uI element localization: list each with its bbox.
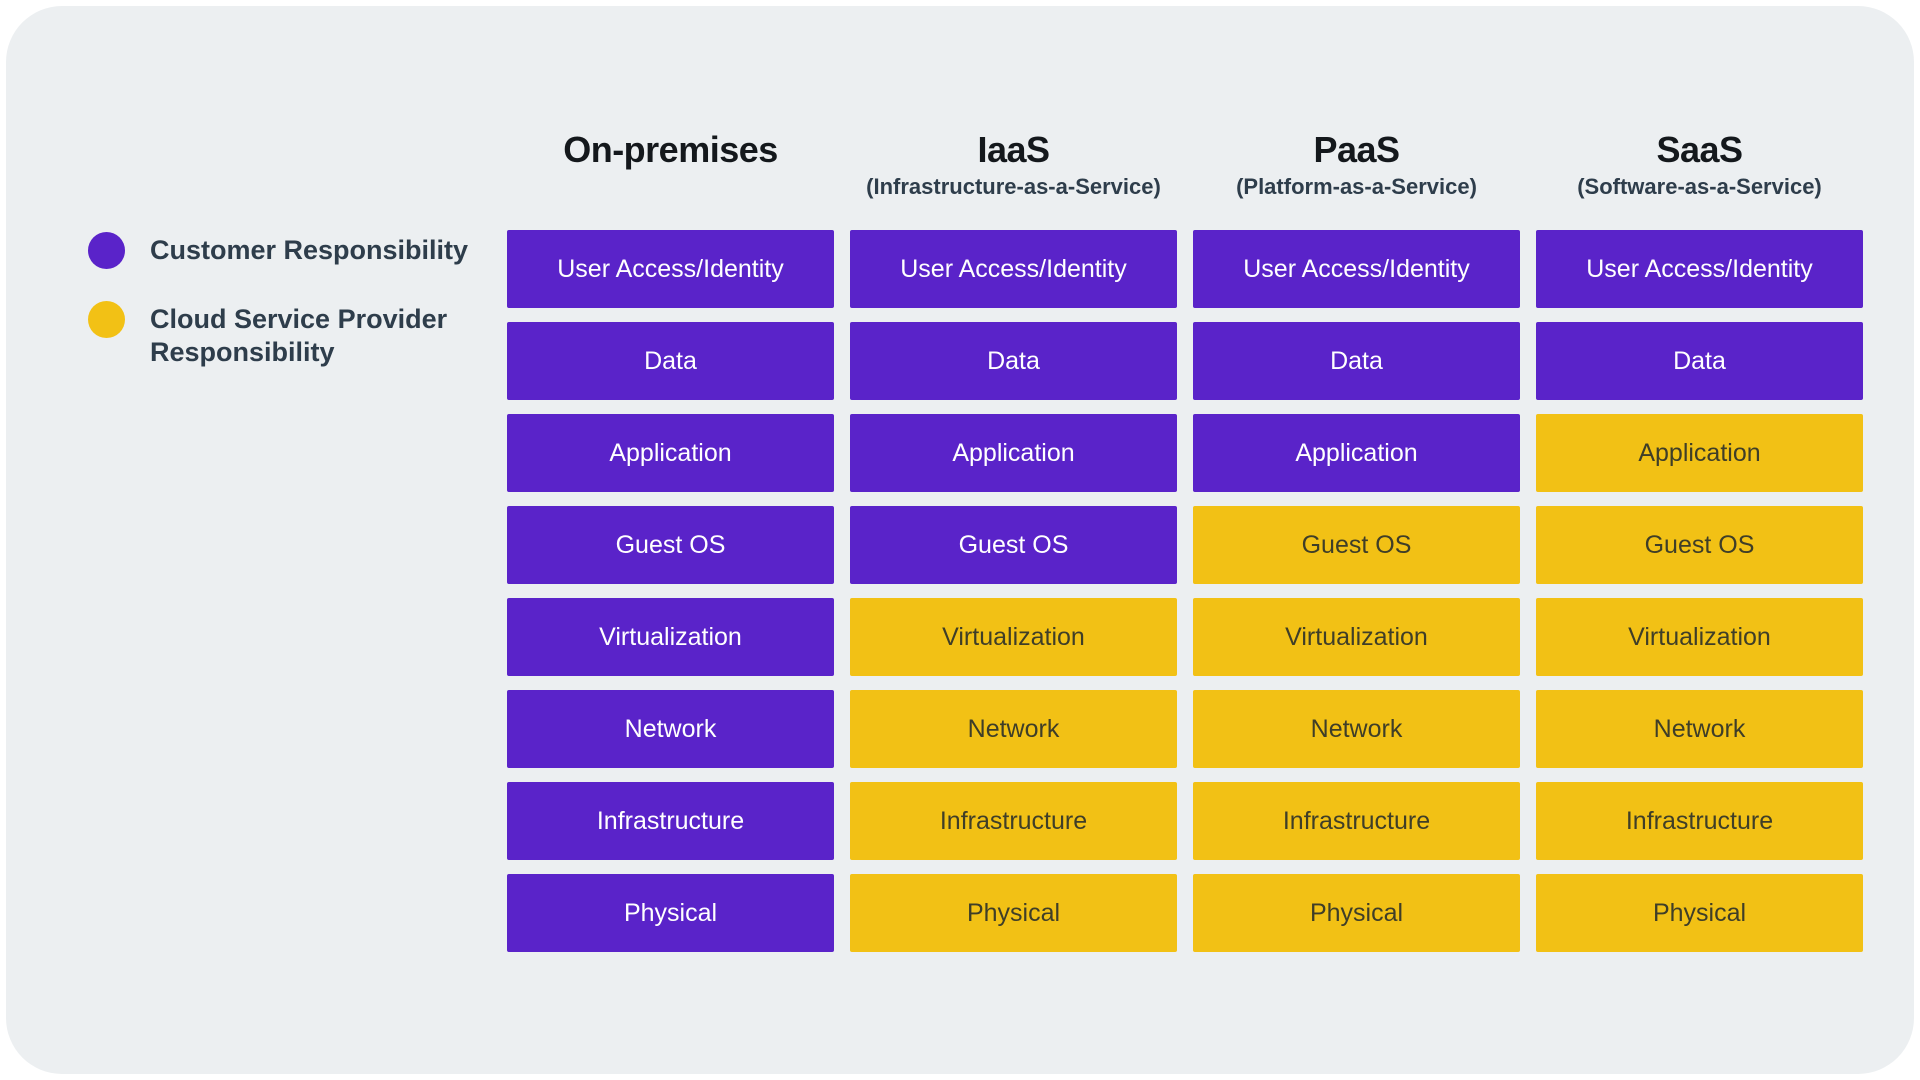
matrix-cell: Virtualization <box>850 598 1177 676</box>
matrix-cell: Data <box>1536 322 1863 400</box>
matrix-cell: Application <box>1536 414 1863 492</box>
legend-item-customer: Customer Responsibility <box>88 232 469 269</box>
matrix-cell: Application <box>1193 414 1520 492</box>
matrix-cell: Virtualization <box>1193 598 1520 676</box>
legend: Customer Responsibility Cloud Service Pr… <box>88 232 469 369</box>
matrix-cell: User Access/Identity <box>1536 230 1863 308</box>
column-paas: PaaS (Platform-as-a-Service) User Access… <box>1193 118 1520 952</box>
matrix-cell: Infrastructure <box>1536 782 1863 860</box>
matrix-cell: Physical <box>850 874 1177 952</box>
diagram-panel: Customer Responsibility Cloud Service Pr… <box>6 6 1914 1074</box>
column-header-paas: PaaS (Platform-as-a-Service) <box>1193 118 1520 230</box>
matrix-cell: Infrastructure <box>1193 782 1520 860</box>
column-title: SaaS <box>1656 129 1743 170</box>
matrix-cell: Network <box>1536 690 1863 768</box>
matrix-cell: Infrastructure <box>850 782 1177 860</box>
matrix-cell: Application <box>850 414 1177 492</box>
matrix-cell: Network <box>1193 690 1520 768</box>
column-title: PaaS <box>1313 129 1400 170</box>
legend-label-customer: Customer Responsibility <box>150 235 469 265</box>
column-iaas: IaaS (Infrastructure-as-a-Service) User … <box>850 118 1177 952</box>
matrix-cell: Guest OS <box>507 506 834 584</box>
matrix-cell: Data <box>507 322 834 400</box>
matrix-cell: Data <box>1193 322 1520 400</box>
column-subtitle: (Platform-as-a-Service) <box>1236 174 1477 199</box>
matrix-cell: Data <box>850 322 1177 400</box>
matrix-cell: Application <box>507 414 834 492</box>
legend-item-provider: Cloud Service Provider Responsibility <box>88 301 468 369</box>
matrix-cell: User Access/Identity <box>1193 230 1520 308</box>
matrix-cell: Network <box>507 690 834 768</box>
column-title: IaaS <box>977 129 1050 170</box>
matrix-cell: Guest OS <box>850 506 1177 584</box>
column-saas: SaaS (Software-as-a-Service) User Access… <box>1536 118 1863 952</box>
column-subtitle: (Infrastructure-as-a-Service) <box>866 174 1161 199</box>
legend-label-provider: Cloud Service Provider Responsibility <box>150 304 448 367</box>
matrix-cell: User Access/Identity <box>850 230 1177 308</box>
matrix-cell: Physical <box>1193 874 1520 952</box>
matrix-cell: User Access/Identity <box>507 230 834 308</box>
matrix-cell: Physical <box>507 874 834 952</box>
matrix-cell: Physical <box>1536 874 1863 952</box>
column-header-iaas: IaaS (Infrastructure-as-a-Service) <box>850 118 1177 230</box>
matrix-cell: Guest OS <box>1536 506 1863 584</box>
matrix-cell: Virtualization <box>1536 598 1863 676</box>
matrix-cell: Guest OS <box>1193 506 1520 584</box>
column-header-saas: SaaS (Software-as-a-Service) <box>1536 118 1863 230</box>
customer-swatch-icon <box>88 232 125 269</box>
matrix-cell: Virtualization <box>507 598 834 676</box>
matrix-cell: Network <box>850 690 1177 768</box>
provider-swatch-icon <box>88 301 125 338</box>
matrix-cell: Infrastructure <box>507 782 834 860</box>
column-title: On-premises <box>563 129 778 170</box>
column-header-on-premises: On-premises <box>507 118 834 230</box>
column-subtitle: (Software-as-a-Service) <box>1577 174 1822 199</box>
